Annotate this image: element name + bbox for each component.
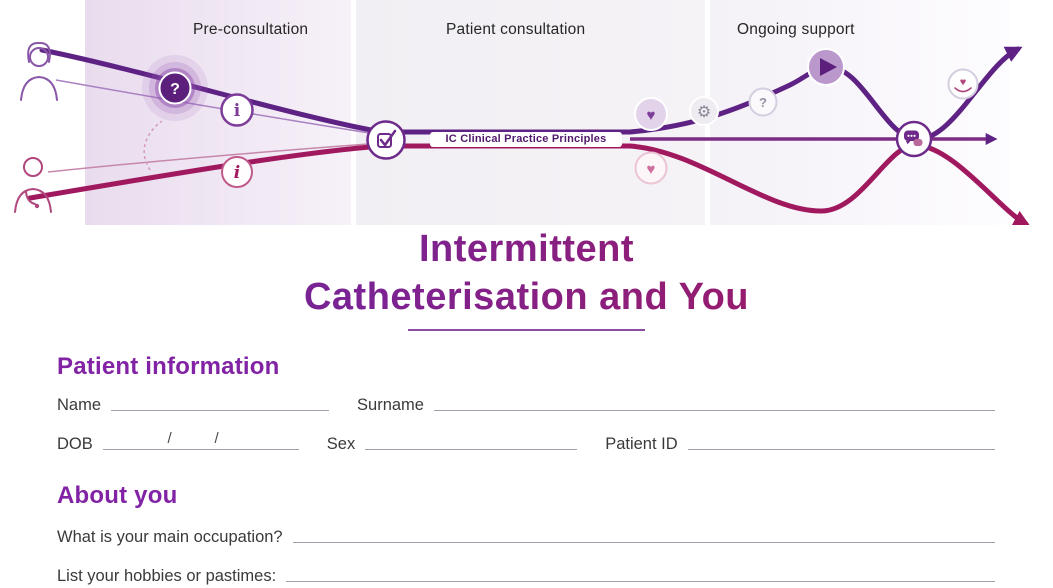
phase-label-patient-consultation: Patient consultation	[446, 21, 586, 38]
care-icon: ♥	[947, 68, 979, 100]
dob-sex-id-row: DOB / / Sex Patient ID	[57, 430, 995, 454]
clinician-icon	[14, 157, 52, 213]
heart-icon-consultation-glyph: ♥	[647, 107, 656, 124]
patient-id-field-line[interactable]	[687, 449, 995, 450]
document-title: Intermittent Catheterisation and You	[0, 225, 1053, 321]
patient-id-label: Patient ID	[605, 435, 678, 453]
clinical-principles-badge: IC Clinical Practice Principles	[430, 132, 622, 147]
occupation-field-line[interactable]	[292, 542, 995, 543]
surname-label: Surname	[357, 396, 424, 414]
info-icon-patient-glyph: i	[234, 101, 241, 121]
checklist-icon	[366, 120, 406, 160]
info-icon-patient: i	[220, 93, 254, 127]
sex-field-line[interactable]	[365, 449, 578, 450]
occupation-row: What is your main occupation?	[57, 528, 995, 547]
form-content: Patient information Name Surname DOB / /…	[0, 353, 1053, 586]
phase-label-pre-consultation: Pre-consultation	[193, 21, 309, 38]
journey-diagram: ? i i ♥ ⚙ ?	[0, 0, 1053, 225]
info-icon-clinician-glyph: i	[234, 163, 240, 183]
heart-icon-consultation: ♥	[634, 97, 668, 131]
hobbies-field-line[interactable]	[286, 581, 995, 582]
sex-label: Sex	[326, 435, 356, 453]
dob-label: DOB	[57, 435, 93, 453]
question-icon-glyph: ?	[170, 81, 180, 98]
surname-field-line[interactable]	[433, 410, 995, 411]
heart-icon-pink: ♥	[634, 151, 668, 185]
occupation-label: What is your main occupation?	[57, 528, 283, 546]
care-icon-heart-glyph: ♥	[960, 77, 967, 89]
tools-icon-glyph: ⚙	[697, 104, 711, 121]
dob-field-line[interactable]: / /	[102, 430, 299, 450]
name-row: Name Surname	[57, 396, 995, 415]
section-heading-about-you: About you	[57, 482, 178, 509]
hobbies-label: List your hobbies or pastimes:	[57, 567, 277, 585]
dob-separator: /	[167, 430, 172, 447]
title-line-1: Intermittent	[419, 228, 634, 270]
question-icon-support: ?	[748, 87, 778, 117]
info-icon-clinician: i	[221, 156, 253, 188]
dob-separator: /	[214, 430, 219, 447]
title-divider	[408, 329, 645, 331]
section-heading-patient-information: Patient information	[57, 353, 280, 380]
hobbies-row: List your hobbies or pastimes:	[57, 567, 995, 586]
chat-icon	[895, 120, 933, 158]
patient-icon	[20, 41, 58, 101]
phase-panel-pre-consultation	[85, 0, 351, 225]
tools-icon: ⚙	[689, 96, 719, 126]
question-icon-support-glyph: ?	[759, 95, 767, 110]
thin-flow-line-magenta	[47, 142, 383, 173]
heart-icon-pink-glyph: ♥	[647, 161, 656, 178]
journey-flow-graphic: ? i i ♥ ⚙ ?	[14, 0, 1031, 225]
dashed-connector-arrow	[143, 120, 163, 171]
title-line-2: Catheterisation and You	[303, 276, 750, 318]
question-icon: ?	[142, 55, 208, 121]
play-icon	[807, 48, 845, 86]
name-label: Name	[57, 396, 102, 414]
phase-label-ongoing-support: Ongoing support	[737, 21, 855, 38]
name-field-line[interactable]	[111, 410, 330, 411]
